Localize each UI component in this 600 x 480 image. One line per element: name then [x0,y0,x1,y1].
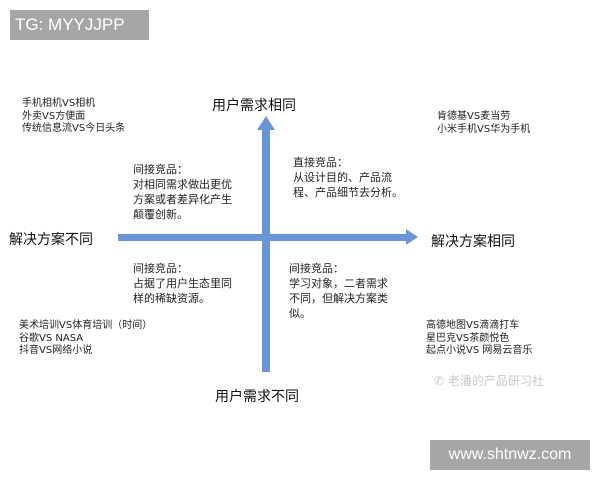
wechat-icon: ✆ [434,374,448,388]
quadrant-line: 方案或者差异化产生 [133,193,232,206]
quadrant-line: 程、产品细节去分析。 [293,186,403,199]
examples-top-left: 手机相机VS相机 外卖VS方便面 传统信息流VS今日头条 [22,98,125,136]
quadrant-bottom-left: 间接竞品： 占据了用户生态里同 样的稀缺资源。 [133,261,232,306]
quadrant-line: 似。 [289,307,311,320]
quadrant-title: 间接竞品： [289,262,344,275]
axis-label-top: 用户需求相同 [212,98,296,114]
quadrant-title: 间接竞品： [133,163,188,176]
arrow-up-icon [257,116,275,130]
example-item: 谷歌VS NASA [19,332,84,344]
watermark-text: 老潘的产品研习社 [447,374,544,388]
quadrant-line: 颠覆创新。 [133,208,188,221]
quadrant-line: 不同，但解决方案类 [289,292,388,305]
watermark: ✆ 老潘的产品研习社 [434,372,544,389]
example-item: 肯德基VS麦当劳 [437,111,511,122]
quadrant-line: 样的稀缺资源。 [133,292,210,305]
example-item: 高德地图VS滴滴打车 [426,320,520,331]
axis-label-bottom: 用户需求不同 [215,389,299,405]
horizontal-axis [118,234,408,241]
example-item: 外卖VS方便面 [22,110,86,122]
quadrant-title: 间接竞品： [133,262,188,275]
examples-top-right: 肯德基VS麦当劳 小米手机VS华为手机 [437,111,530,136]
quadrant-top-right: 直接竞品： 从设计目的、产品流 程、产品细节去分析。 [293,155,403,200]
vertical-axis [262,128,270,372]
example-item: 起点小说VS 网易云音乐 [426,345,533,356]
quadrant-title: 直接竞品： [293,156,348,169]
tg-tag: TG: MYYJJPP [10,10,149,40]
quadrant-bottom-right: 间接竞品： 学习对象，二者需求 不同，但解决方案类 似。 [289,261,388,321]
site-tag: www.shtnwz.com [430,440,590,470]
example-item: 手机相机VS相机 [22,98,96,109]
quadrant-line: 学习对象，二者需求 [289,277,388,290]
examples-bottom-left: 美术培训VS体育培训（时间） 谷歌VS NASA 抖音VS网络小说 [19,320,152,358]
axis-label-left: 解决方案不同 [9,232,93,248]
arrow-right-icon [406,229,418,245]
axis-label-right: 解决方案相同 [431,234,515,250]
quadrant-line: 占据了用户生态里同 [133,277,232,290]
example-item: 星巴克VS茶颜悦色 [426,332,510,344]
example-item: 抖音VS网络小说 [19,345,93,356]
quadrant-line: 对相同需求做出更优 [133,178,232,191]
quadrant-top-left: 间接竞品： 对相同需求做出更优 方案或者差异化产生 颠覆创新。 [133,162,232,222]
example-item: 小米手机VS华为手机 [437,123,531,135]
example-item: 传统信息流VS今日头条 [22,123,126,134]
example-item: 美术培训VS体育培训（时间） [19,320,153,331]
quadrant-line: 从设计目的、产品流 [293,171,392,184]
examples-bottom-right: 高德地图VS滴滴打车 星巴克VS茶颜悦色 起点小说VS 网易云音乐 [426,320,532,358]
